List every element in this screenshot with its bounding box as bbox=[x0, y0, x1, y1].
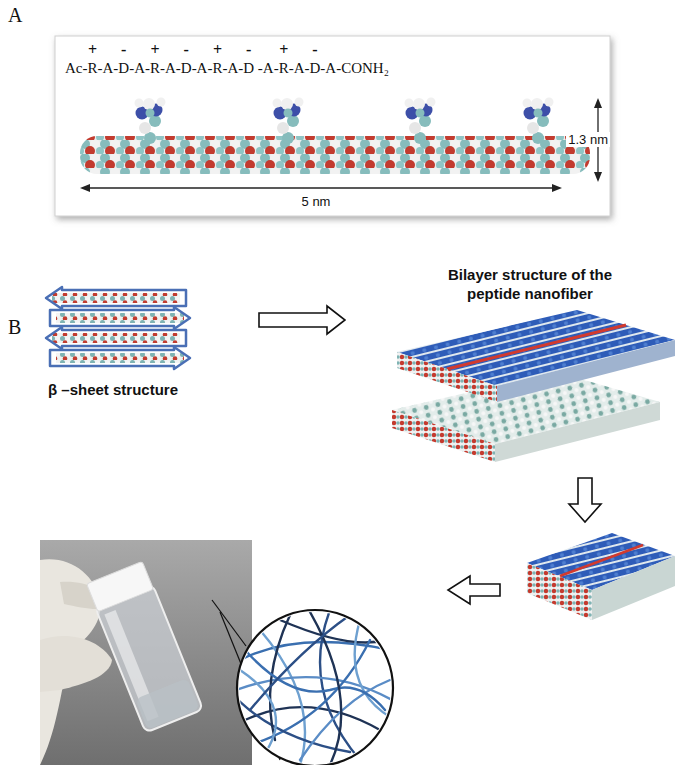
bilayer-node: Bilayer structure of the peptide nanofib… bbox=[385, 262, 675, 472]
arginine-sidechain bbox=[135, 98, 166, 145]
node-text: Bilayer structure of the peptide nanofib… bbox=[440, 266, 620, 304]
charge-sign: - bbox=[121, 41, 126, 59]
charge-sign: + bbox=[88, 41, 97, 59]
node-text: β –sheet structure bbox=[48, 381, 224, 398]
charge-sign: + bbox=[279, 41, 288, 59]
arginine-sidechain bbox=[273, 98, 304, 145]
beta-sheet-illustration bbox=[46, 287, 190, 369]
hollow-arrow bbox=[448, 576, 500, 604]
dimension-label: 5 nm bbox=[300, 194, 333, 209]
beta-sheet-node: β –sheet structure bbox=[40, 282, 224, 400]
fiber-network bbox=[236, 610, 395, 765]
panel-letter: B bbox=[8, 316, 21, 339]
charge-sign: - bbox=[246, 41, 251, 59]
charge-sign: - bbox=[312, 41, 317, 59]
charge-sign: + bbox=[150, 41, 159, 59]
sequence-panel: Ac-R-A-D-A-R-A-D-A-R-A-D -A-R-A-D-A-CONH… bbox=[55, 36, 614, 96]
magnified-network bbox=[237, 610, 393, 765]
leader-line bbox=[212, 600, 246, 646]
charge-sign: + bbox=[213, 41, 222, 59]
dimension-5nm bbox=[80, 184, 562, 192]
panel-letter: A bbox=[8, 4, 22, 27]
hollow-arrow bbox=[569, 478, 601, 522]
peptide-backbone bbox=[80, 136, 590, 174]
bilayer-illustration bbox=[392, 310, 675, 462]
arginine-sidechain bbox=[405, 98, 436, 145]
charge-sign: - bbox=[184, 41, 189, 59]
hollow-arrow-connector bbox=[259, 306, 345, 334]
dimension-label: 1.3 nm bbox=[566, 132, 610, 147]
nanofiber-illustration bbox=[527, 533, 675, 620]
arginine-sidechain bbox=[523, 98, 554, 145]
vial-photo bbox=[40, 540, 252, 765]
node-text: Ac-R-A-D-A-R-A-D-A-R-A-D -A-R-A-D-A-CONH… bbox=[65, 60, 614, 77]
